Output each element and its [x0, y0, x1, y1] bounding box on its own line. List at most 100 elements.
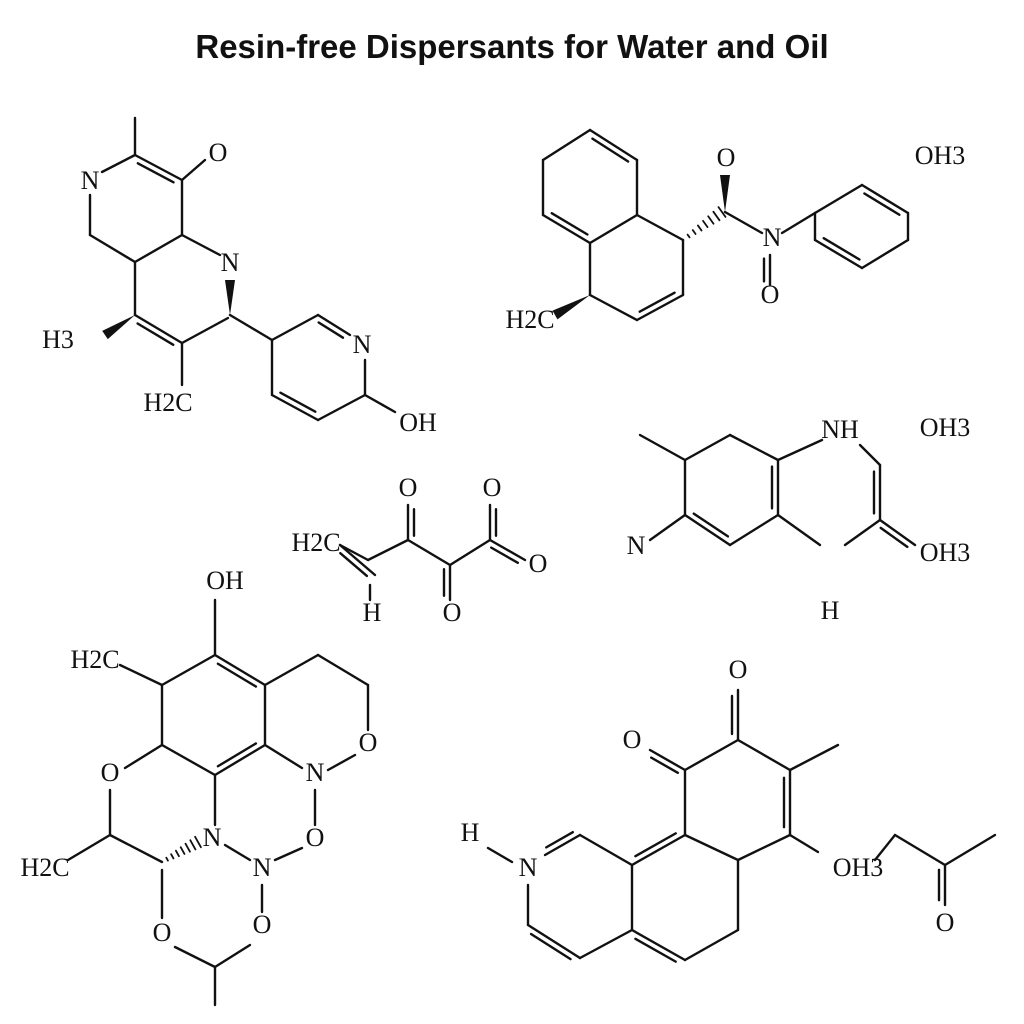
bond — [683, 928, 740, 962]
molecule-2: O OH3 N O H2C — [505, 141, 965, 334]
atom-label: N — [253, 853, 272, 882]
bond — [879, 526, 909, 549]
bond — [339, 551, 369, 578]
bond — [650, 756, 680, 775]
bond — [136, 162, 175, 184]
atom-label: N — [203, 823, 222, 852]
bond — [578, 833, 634, 867]
atom-label: O — [717, 143, 736, 172]
molecule-4: NH OH3 N OH3 H — [627, 413, 971, 625]
bond — [133, 313, 184, 345]
bond-lines — [66, 116, 997, 1007]
atom-label: NH — [821, 415, 859, 444]
molecule-5: OH H2C O N O H2C N N O O O — [20, 566, 377, 947]
bond — [776, 438, 824, 462]
bond — [717, 206, 727, 218]
atom-label: O — [101, 758, 120, 787]
atom-label: O — [761, 280, 780, 309]
bond — [723, 210, 764, 235]
bond — [263, 653, 320, 687]
bond — [490, 546, 520, 565]
bond — [448, 538, 492, 567]
bond — [813, 238, 864, 270]
atom-label: H2C — [143, 388, 192, 417]
bond — [316, 653, 370, 687]
bond — [893, 833, 947, 867]
bond — [943, 833, 997, 867]
bond — [813, 183, 864, 215]
bond — [108, 833, 164, 864]
bond — [406, 538, 452, 567]
bond — [860, 238, 910, 270]
bond — [648, 748, 687, 772]
bond — [317, 321, 345, 339]
wedge-bond — [552, 295, 590, 320]
bond — [170, 853, 175, 860]
bond — [179, 846, 186, 855]
atom-label: H — [821, 596, 840, 625]
bond — [165, 856, 169, 862]
bond — [728, 513, 780, 547]
atom-label: H3 — [42, 325, 74, 354]
atom-label: H — [461, 818, 480, 847]
bond — [338, 543, 370, 562]
bond — [133, 153, 184, 182]
bond — [273, 846, 304, 862]
atom-label: N — [627, 531, 646, 560]
bond — [216, 662, 258, 688]
bond — [788, 833, 820, 854]
bond — [194, 835, 202, 849]
bond — [780, 211, 817, 235]
bond — [228, 313, 274, 342]
bond — [66, 833, 112, 862]
bond — [216, 742, 258, 768]
bond — [263, 743, 304, 770]
bond — [180, 233, 222, 257]
bond — [541, 213, 592, 245]
bond — [788, 743, 840, 772]
molecule-6: O O H N OH3 O — [461, 655, 955, 937]
bond — [88, 233, 137, 264]
bond — [578, 928, 634, 960]
bond — [543, 833, 582, 857]
atom-label: N — [763, 223, 782, 252]
bond — [822, 237, 861, 261]
atom-label: OH — [399, 408, 437, 437]
bond — [683, 433, 732, 462]
bond — [175, 849, 180, 858]
bond — [702, 219, 709, 229]
atom-label: O — [253, 910, 272, 939]
bond — [728, 433, 780, 462]
diagram-title: Resin-free Dispersants for Water and Oil — [195, 28, 829, 65]
atom-label: O — [209, 138, 228, 167]
bond — [860, 183, 910, 215]
bond — [843, 518, 882, 547]
bond — [526, 923, 582, 960]
wedge-bond — [102, 315, 135, 340]
bond — [588, 213, 639, 245]
bond — [123, 743, 164, 770]
bond — [160, 653, 217, 687]
bond — [635, 213, 685, 242]
bond — [712, 210, 721, 222]
atom-label: O — [359, 728, 378, 757]
bond — [316, 313, 352, 337]
bond — [634, 832, 677, 858]
bond — [736, 833, 792, 862]
bond — [270, 313, 320, 342]
bond — [683, 738, 740, 772]
bond — [133, 233, 184, 264]
bond — [279, 391, 317, 413]
bond — [863, 192, 901, 216]
bond — [648, 513, 687, 542]
bond — [638, 291, 676, 313]
atom-label: H2C — [505, 305, 554, 334]
atom-label: OH — [206, 566, 244, 595]
bond — [736, 738, 792, 772]
bond — [707, 215, 715, 225]
atom-label: OH3 — [833, 853, 884, 882]
bond — [878, 518, 917, 547]
atom-label: OH3 — [915, 141, 966, 170]
bond — [488, 538, 527, 562]
bond — [696, 224, 703, 232]
